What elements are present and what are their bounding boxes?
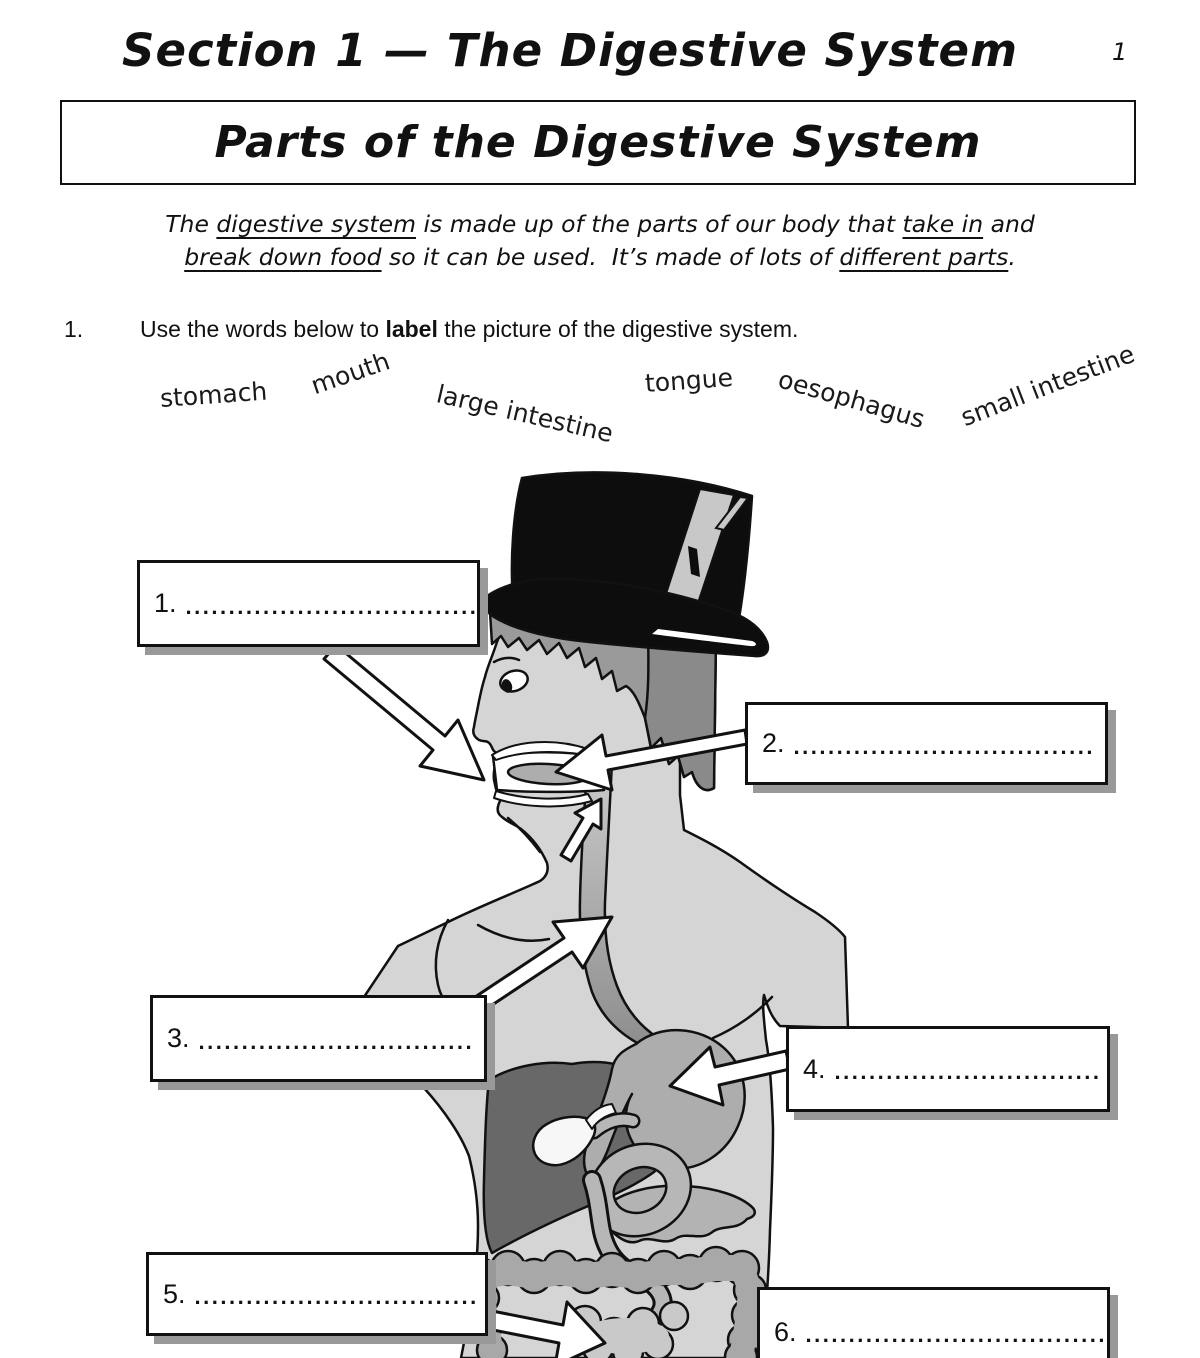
label-box-4: 4. ...............................	[786, 1026, 1110, 1112]
top-hat	[479, 471, 770, 658]
face-details	[491, 656, 606, 808]
label-6-number: 6.	[774, 1316, 797, 1347]
arrow-to-stomach	[668, 1045, 792, 1107]
arrow-to-small-intestine	[476, 1300, 607, 1358]
eyebrow	[492, 656, 521, 664]
arrow-to-tongue	[554, 728, 749, 792]
label-box-1: 1. ..................................	[137, 560, 480, 647]
label-3-blank: ................................	[198, 1028, 475, 1054]
label-4-blank: ...............................	[834, 1059, 1102, 1084]
arrow-to-oesophagus	[464, 915, 614, 1019]
label-box-6: 6. .....................................…	[757, 1287, 1110, 1358]
large-intestine	[463, 1245, 768, 1358]
label-6-blank: ......................................	[805, 1322, 1110, 1347]
intro-paragraph: The digestive system is made up of the p…	[0, 208, 1200, 274]
question-number: 1.	[64, 316, 84, 342]
heading-box: Parts of the Digestive System	[60, 100, 1136, 185]
section-title: Section 1 — The Digestive System	[122, 24, 1018, 77]
page-number: 1	[1112, 38, 1128, 66]
hat-brim-highlight	[652, 629, 756, 647]
label-box-5: 5. .................................	[146, 1252, 488, 1336]
label-4-number: 4.	[803, 1053, 826, 1084]
label-box-2: 2. ...................................	[745, 702, 1108, 785]
label-1-number: 1.	[154, 588, 177, 618]
eye-pupil	[501, 679, 513, 693]
label-2-blank: ...................................	[793, 733, 1095, 759]
question-text: Use the words below to label the picture…	[140, 316, 799, 342]
arrow-to-mouth	[322, 643, 486, 782]
intro-line-1: The digestive system is made up of the p…	[165, 210, 1035, 238]
label-2-number: 2.	[762, 728, 785, 758]
label-1-blank: ..................................	[185, 593, 479, 619]
arrow-throat-detail	[559, 797, 603, 863]
lower-lip	[493, 790, 593, 808]
label-box-3: 3. ................................	[150, 995, 487, 1082]
label-3-number: 3.	[167, 1023, 190, 1053]
gallbladder	[531, 1103, 617, 1167]
label-arrows	[322, 643, 792, 1358]
intro-line-2: break down food so it can be used. It’s …	[184, 243, 1016, 271]
label-5-blank: .................................	[194, 1284, 479, 1309]
hat-band-notch	[688, 546, 700, 577]
hat-band-stripe	[714, 495, 750, 532]
label-5-number: 5.	[163, 1278, 186, 1309]
page-heading: Parts of the Digestive System	[214, 117, 982, 168]
